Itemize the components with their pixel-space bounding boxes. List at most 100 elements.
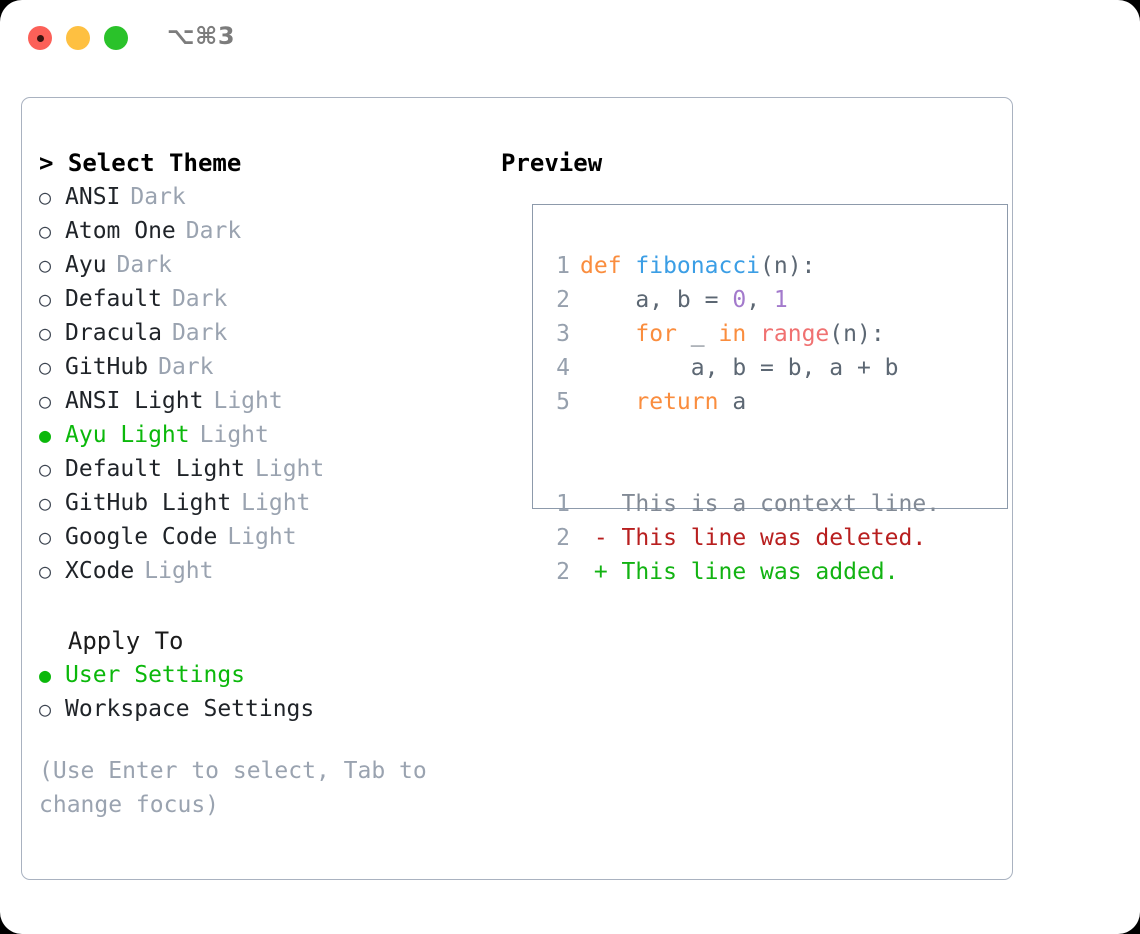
apply-option-label: User Settings xyxy=(65,662,246,688)
code-token-fn: fibonacci xyxy=(635,253,761,279)
theme-option-label: Google Code xyxy=(65,524,218,550)
theme-option-11[interactable]: ○ XCode Light xyxy=(39,554,479,588)
radio-unselected-icon: ○ xyxy=(39,525,52,549)
diff-text-ctx: This is a context line. xyxy=(580,491,941,517)
code-line: 2 a, b = 0, 1 xyxy=(546,283,1001,317)
theme-category-tag: Dark xyxy=(130,184,186,210)
diff-text-add: + This line was added. xyxy=(580,559,899,585)
theme-option-label: GitHub xyxy=(65,354,149,380)
line-number: 4 xyxy=(556,355,570,381)
radio-unselected-icon: ○ xyxy=(39,491,52,515)
hint-spacer xyxy=(39,726,479,754)
theme-option-label: Dracula xyxy=(65,320,162,346)
code-token-punct: (n): xyxy=(829,321,885,347)
code-line: 4 a, b = b, a + b xyxy=(546,351,1001,385)
theme-option-label: Default xyxy=(65,286,162,312)
line-number: 1 xyxy=(556,253,570,279)
code-line: 5 return a xyxy=(546,385,1001,419)
maximize-window-button[interactable] xyxy=(104,26,128,50)
theme-category-tag: Light xyxy=(213,388,283,414)
radio-unselected-icon: ○ xyxy=(39,287,52,311)
theme-option-label: ANSI xyxy=(65,184,121,210)
code-line: 3 for _ in range(n): xyxy=(546,317,1001,351)
code-token-plain xyxy=(580,389,635,415)
code-token-plain xyxy=(580,321,635,347)
line-number: 2 xyxy=(556,287,570,313)
diff-line: 2 - This line was deleted. xyxy=(546,521,1001,555)
preview-heading: Preview xyxy=(501,149,603,177)
diff-text-del: - This line was deleted. xyxy=(580,525,927,551)
minimize-window-button[interactable] xyxy=(66,26,90,50)
theme-category-tag: Light xyxy=(199,422,269,448)
apply-to-option-list[interactable]: ● User Settings ○ Workspace Settings xyxy=(39,658,479,726)
diff-line: 2 + This line was added. xyxy=(546,555,1001,589)
keyboard-hint-text: (Use Enter to select, Tab to change focu… xyxy=(39,758,441,818)
theme-option-label: XCode xyxy=(65,558,135,584)
code-token-plain: , xyxy=(746,287,774,313)
radio-unselected-icon: ○ xyxy=(39,321,52,345)
code-blank-line xyxy=(546,453,1001,487)
theme-category-tag: Light xyxy=(241,490,311,516)
radio-unselected-icon: ○ xyxy=(39,697,52,721)
code-blank-line xyxy=(546,419,1001,453)
code-token-kw: for xyxy=(635,321,677,347)
line-number: 2 xyxy=(556,559,570,585)
title-bar: ⌥⌘3 xyxy=(0,0,1140,78)
radio-selected-icon: ● xyxy=(39,423,52,447)
theme-option-8[interactable]: ○ Default Light Light xyxy=(39,452,479,486)
theme-category-tag: Dark xyxy=(158,354,214,380)
theme-category-tag: Dark xyxy=(185,218,242,244)
radio-unselected-icon: ○ xyxy=(39,457,52,481)
section-spacer xyxy=(39,588,479,624)
code-token-plain: _ xyxy=(676,321,719,347)
code-token-num: 1 xyxy=(773,287,788,313)
theme-category-tag: Light xyxy=(144,558,214,584)
radio-unselected-icon: ○ xyxy=(39,185,52,209)
code-token-punct: (n): xyxy=(760,253,816,279)
theme-option-5[interactable]: ○ GitHub Dark xyxy=(39,350,479,384)
code-token-plain: a xyxy=(718,389,747,415)
select-theme-heading: > Select Theme xyxy=(39,149,242,177)
code-token-num: 0 xyxy=(732,287,747,313)
radio-unselected-icon: ○ xyxy=(39,559,52,583)
apply-option-0[interactable]: ● User Settings xyxy=(39,658,479,692)
code-token-kw: return xyxy=(635,389,719,415)
code-token-built: range xyxy=(760,321,830,347)
theme-option-label: Default Light xyxy=(65,456,246,482)
theme-category-tag: Dark xyxy=(171,286,228,312)
close-window-button[interactable] xyxy=(28,26,52,50)
theme-category-tag: Light xyxy=(255,456,325,482)
theme-option-0[interactable]: ○ ANSI Dark xyxy=(39,180,479,214)
keyboard-shortcut-label: ⌥⌘3 xyxy=(167,22,236,50)
radio-unselected-icon: ○ xyxy=(39,355,52,379)
code-token-kw: in xyxy=(718,321,747,347)
code-token-plain xyxy=(746,321,760,347)
theme-option-3[interactable]: ○ Default Dark xyxy=(39,282,479,316)
line-number: 1 xyxy=(556,491,570,517)
code-token-plain: a, b = b, a + b xyxy=(580,355,899,381)
line-number: 2 xyxy=(556,525,570,551)
radio-selected-icon: ● xyxy=(39,663,52,687)
line-number: 5 xyxy=(556,389,570,415)
theme-option-label: ANSI Light xyxy=(65,388,204,414)
apply-option-1[interactable]: ○ Workspace Settings xyxy=(39,692,479,726)
theme-option-label: Ayu xyxy=(65,252,107,278)
radio-unselected-icon: ○ xyxy=(39,253,52,277)
diff-line: 1 This is a context line. xyxy=(546,487,1001,521)
apply-option-label: Workspace Settings xyxy=(65,696,315,722)
